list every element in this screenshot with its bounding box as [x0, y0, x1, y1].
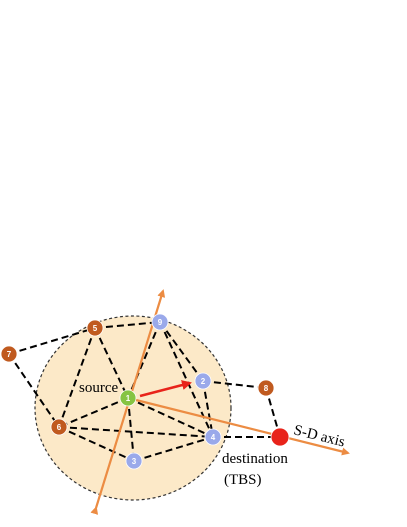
link-9-2 [159, 321, 204, 382]
node-6: 6 [50, 418, 68, 436]
node-7: 7 [0, 345, 18, 363]
link-7-6 [8, 353, 60, 428]
destination-node [270, 427, 290, 447]
destination-label: destination [222, 451, 288, 467]
node-label-9: 9 [158, 318, 163, 327]
node-4: 4 [204, 428, 222, 446]
nodes-layer: 1 2 3 4 5 6 7 8 9 [0, 313, 290, 470]
link-5-6 [58, 327, 96, 428]
node-3: 3 [125, 452, 143, 470]
source-label: source [79, 380, 118, 396]
node-circle-9 [151, 313, 169, 331]
link-8-D [265, 387, 281, 438]
node-5: 5 [86, 319, 104, 337]
transmission-range-circle [34, 315, 232, 501]
forwarding-direction-arrow [139, 380, 192, 398]
node-9: 9 [151, 313, 169, 331]
node-circle-3 [125, 452, 143, 470]
node-label-7: 7 [7, 350, 12, 359]
node-circle-4 [204, 428, 222, 446]
node-8: 8 [257, 379, 275, 397]
node-label-1: 1 [126, 394, 131, 403]
node-label-3: 3 [132, 457, 137, 466]
link-7-5 [8, 327, 96, 355]
node-label-8: 8 [264, 384, 269, 393]
node-label-2: 2 [201, 377, 206, 386]
node-1: 1 [119, 389, 137, 407]
node-2: 2 [194, 372, 212, 390]
sd-axis-arrow [127, 396, 350, 456]
node-circle-2 [194, 372, 212, 390]
destination-sub-label: (TBS) [224, 472, 262, 488]
node-circle-D [270, 427, 290, 447]
node-label-6: 6 [57, 423, 62, 432]
node-circle-1 [119, 389, 137, 407]
node-circle-5 [86, 319, 104, 337]
node-label-4: 4 [211, 433, 216, 442]
node-circle-7 [0, 345, 18, 363]
node-circle-8 [257, 379, 275, 397]
node-label-5: 5 [93, 324, 98, 333]
link-2-4 [202, 380, 214, 438]
node-circle-6 [50, 418, 68, 436]
